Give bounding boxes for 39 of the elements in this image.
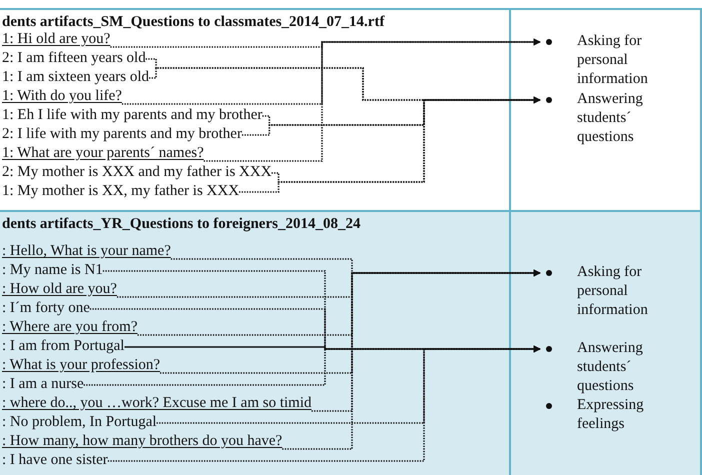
bullet-text: Answering students´ questions xyxy=(577,339,644,396)
question-line: : where do.., you …work? Excuse me I am so timid xyxy=(2,394,312,413)
connector-arrow xyxy=(239,96,541,193)
question-line: : What is your profession? xyxy=(2,356,160,375)
file-heading: dents artifacts_SM_Questions to classmates_2014_07_14.rtf xyxy=(2,13,384,32)
question-line: 1: With do you life? xyxy=(2,87,122,106)
answer-line: 1: I am sixteen years old xyxy=(2,68,150,87)
answer-line: : I have one sister xyxy=(2,451,108,470)
question-line: 1: What are your parents´ names? xyxy=(2,144,204,163)
answer-line: : I am a nurse xyxy=(2,375,84,394)
connector-arrow xyxy=(122,38,541,105)
bullet-text: Expressing feelings xyxy=(577,396,645,434)
table-cell xyxy=(0,210,511,475)
connector-arrow xyxy=(149,67,541,104)
answer-line: 1: My mother is XX, my father is XXX xyxy=(2,182,240,201)
connector-arrow xyxy=(170,258,541,276)
answer-line: : I am from Portugal xyxy=(2,337,124,356)
question-line: : How many, how many brothers do you have? xyxy=(2,432,282,451)
connector-arrow xyxy=(108,346,541,462)
bullet-text: Answering students´ questions xyxy=(577,90,644,147)
answer-line: : I´m forty one xyxy=(2,299,90,318)
connector-arrow xyxy=(204,38,541,162)
answer-line: 1: Eh I life with my parents and my brother xyxy=(2,106,262,125)
connector-arrow xyxy=(160,270,541,374)
question-line: : Hello, What is your name? xyxy=(2,242,171,261)
table-cell xyxy=(509,210,702,475)
answer-line: : No problem, In Portugal xyxy=(2,413,157,432)
connector-arrow xyxy=(282,270,541,450)
table-cell xyxy=(509,8,702,212)
question-line: : How old are you? xyxy=(2,280,117,299)
question-line: : Where are you from? xyxy=(2,318,138,337)
bullet-text: Asking for personal information xyxy=(577,32,649,89)
file-heading: dents artifacts_YR_Questions to foreigners_2014_08_24 xyxy=(2,215,360,234)
answer-line: 2: I life with my parents and my brother xyxy=(2,125,242,144)
answer-line: 2: My mother is XXX and my father is XXX xyxy=(2,163,272,182)
answer-line: 2: I am fifteen years old xyxy=(2,49,146,68)
question-line: 1: Hi old are you? xyxy=(2,30,110,49)
answer-line: : My name is N1 xyxy=(2,261,103,280)
bullet-text: Asking for personal information xyxy=(577,263,649,320)
